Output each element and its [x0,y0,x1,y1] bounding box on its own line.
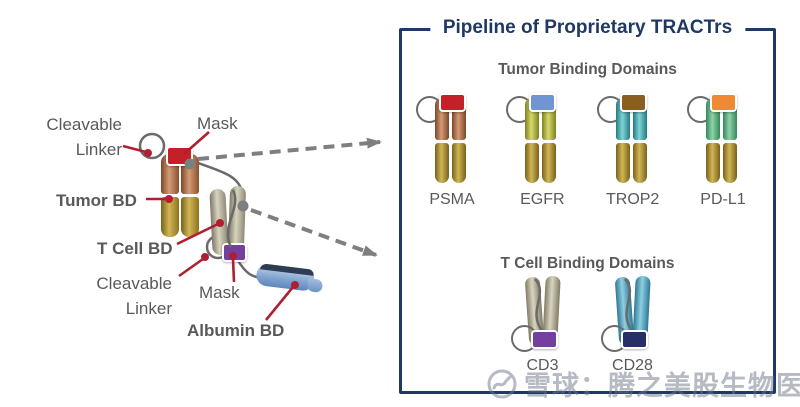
cd3-molecule-icon [510,275,572,352]
tumor-domain-label: PSMA [429,191,475,208]
watermark: 雪球：腾之美股生物医药 [486,364,800,403]
cleavable-linker-loop-top-icon [138,132,166,160]
mask-icon [530,330,558,349]
tcell-domain-label: CD3 [526,357,559,374]
leader-lines [122,131,299,321]
cd28-molecule-icon [600,275,662,352]
connector-dot [237,200,249,212]
tcell-domain-label: CD28 [612,357,653,374]
trop2-molecule-icon [596,93,661,184]
tumor-domain-label: PD-L1 [700,191,746,208]
annotation-overlay [122,131,382,321]
tumor-domain-label: EGFR [520,191,565,208]
psma-molecule-icon [416,93,480,184]
egfr-molecule-icon [506,93,570,184]
tcell-domains-row: CD3 CD28 [402,275,773,375]
cleavable-linker-label-top: Cleavable Linker [38,112,122,162]
mask-label-top: Mask [197,114,238,133]
connector-dot [184,158,196,170]
tcell-domain-item: CD3 [505,275,581,375]
t-cell-bd-label: T Cell BD [97,239,173,258]
albumin-bd-label: Albumin BD [187,321,285,340]
tumor-domains-row: PSMA EGFR TROP2 [410,93,765,209]
linker-s-curve-icon [533,278,543,332]
dashed-arrow-to-tumor-domains [197,137,382,161]
xueqiu-snowball-icon [487,369,517,398]
tumor-domain-item: TROP2 [591,93,675,209]
tcell-domains-heading: T Cell Binding Domains [500,255,675,272]
tumor-domains-heading: Tumor Binding Domains [498,61,677,78]
mask-icon [620,330,648,349]
pdl1-molecule-icon [686,93,751,184]
watermark-text: 雪球：腾之美股生物医药 [524,371,800,401]
mask-icon [619,93,647,112]
tcell-domain-item: CD28 [595,275,671,375]
tumor-domain-label: TROP2 [605,191,660,208]
pipeline-panel: Pipeline of Proprietary TRACTrs Tumor Bi… [399,17,776,394]
tcell-s-curve [226,189,237,248]
mask-icon [709,93,737,112]
panel-title: Pipeline of Proprietary TRACTrs [429,17,746,39]
mask-label-bottom: Mask [199,283,240,302]
tumor-domain-item: PSMA [410,93,494,209]
label-line: Linker [75,140,122,159]
label-line: Cleavable [96,274,172,293]
mask-icon [529,93,557,112]
cleavable-linker-label-bottom: Cleavable Linker [88,271,172,321]
mask-icon [439,93,466,112]
label-line: Linker [125,299,172,318]
tumor-domain-item: EGFR [500,93,584,209]
tumor-bd-label: Tumor BD [56,191,137,210]
label-line: Cleavable [46,115,122,134]
tumor-domain-item: PD-L1 [681,93,765,209]
dashed-arrow-to-tcell-domains [250,208,378,257]
linker-s-curve-icon [623,278,633,332]
